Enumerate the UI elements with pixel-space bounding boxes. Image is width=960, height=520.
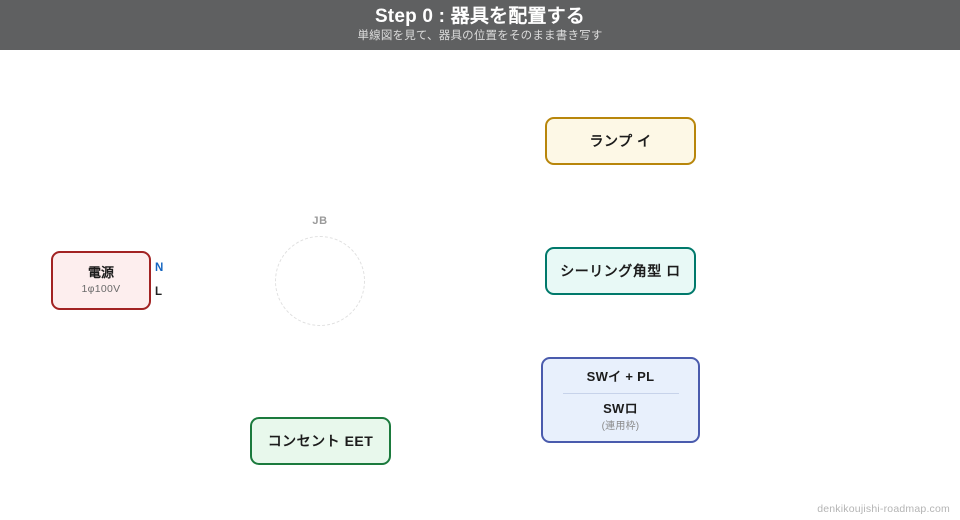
page-subtitle: 単線図を見て、器具の位置をそのまま書き写す [357, 30, 603, 42]
outlet-box[interactable]: コンセント EET [250, 417, 391, 465]
switch-block-box[interactable]: SWイ + PL SWロ (連用枠) [541, 357, 700, 443]
power-source-voltage: 1φ100V [81, 283, 121, 295]
lamp-box[interactable]: ランプ イ [545, 117, 696, 165]
switch-label-secondary: SWロ [603, 401, 638, 416]
switch-divider [562, 393, 679, 394]
power-source-box[interactable]: 電源 1φ100V [51, 251, 151, 310]
page-header: Step 0 : 器具を配置する 単線図を見て、器具の位置をそのまま書き写す [0, 0, 960, 50]
power-source-label: 電源 [87, 265, 114, 280]
junction-box-label: JB [312, 215, 328, 227]
terminal-label-n: N [155, 262, 164, 274]
ceiling-fixture-box[interactable]: シーリング角型 ロ [545, 247, 696, 295]
site-watermark: denkikoujishi-roadmap.com [817, 503, 950, 515]
page-title: Step 0 : 器具を配置する [374, 6, 586, 27]
switch-frame-note: (連用枠) [601, 421, 640, 432]
lamp-label: ランプ イ [589, 133, 652, 149]
terminal-label-l: L [155, 286, 163, 298]
junction-box-outline[interactable] [275, 236, 365, 326]
ceiling-fixture-label: シーリング角型 ロ [560, 263, 681, 279]
outlet-label: コンセント EET [267, 433, 374, 449]
diagram-canvas: 電源 1φ100V N L JB ランプ イ シーリング角型 ロ コンセント E… [0, 50, 960, 520]
switch-label-primary: SWイ + PL [586, 369, 655, 384]
